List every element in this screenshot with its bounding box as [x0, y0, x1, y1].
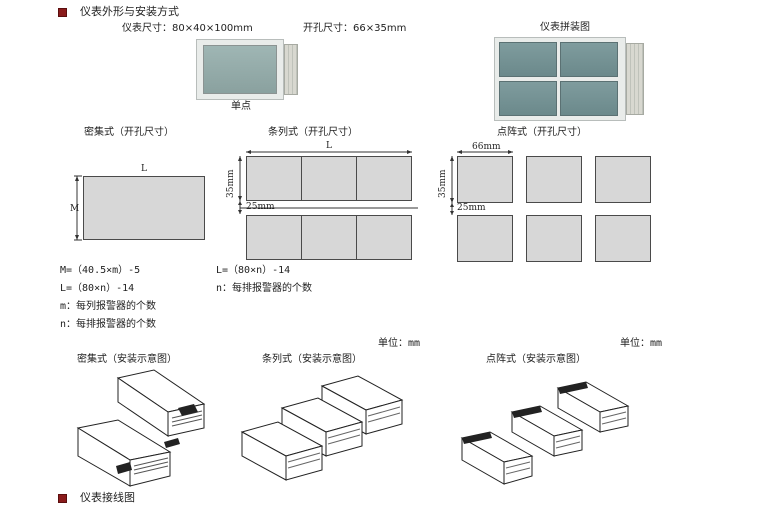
row-25-label: 25mm	[246, 202, 275, 212]
unit-label-left: 单位：mm	[378, 338, 421, 349]
note-m: m：每列报警器的个数	[60, 301, 157, 312]
formula-l-row: L=（80×n）-14	[216, 265, 291, 276]
dense-L-label: L	[141, 164, 147, 174]
row-35-label: 35mm	[226, 169, 236, 198]
note-n-row: n：每排报警器的个数	[216, 283, 313, 294]
unit-label-right: 单位：mm	[620, 338, 663, 349]
row-install-sketch	[238, 370, 408, 490]
dense-cutout-diagram: L M	[66, 162, 206, 244]
row-cutout-title: 条列式（开孔尺寸）	[268, 127, 358, 138]
assembly-title: 仪表拼装图	[540, 22, 590, 33]
bullet-icon	[58, 494, 67, 503]
dot-25-label: 25mm	[457, 203, 486, 213]
formula-l-dense: L=（80×n）-14	[60, 283, 135, 294]
row-L-label: L	[326, 141, 332, 151]
dense-cutout-title: 密集式（开孔尺寸）	[84, 127, 174, 138]
dot-35-label: 35mm	[438, 169, 448, 198]
meter-size-label: 仪表尺寸：80×40×100mm	[122, 23, 253, 34]
dense-install-sketch	[74, 368, 214, 488]
section-heading-shape-install: 仪表外形与安装方式	[80, 5, 179, 18]
row-cutout-diagram: L 35mm 25mm	[226, 138, 418, 264]
single-label: 单点	[231, 101, 251, 112]
dense-install-title: 密集式（安装示意图）	[77, 354, 177, 365]
cutout-size-label: 开孔尺寸：66×35mm	[303, 23, 407, 34]
dot-cutout-title: 点阵式（开孔尺寸）	[497, 127, 587, 138]
row-install-title: 条列式（安装示意图）	[262, 354, 362, 365]
formula-m: M=（40.5×m）-5	[60, 265, 141, 276]
dense-M-label: M	[70, 204, 80, 214]
bullet-icon	[58, 8, 67, 17]
dot-install-sketch	[458, 378, 638, 488]
note-n-dense: n：每排报警器的个数	[60, 319, 157, 330]
dense-cutout-rect	[83, 176, 205, 240]
assembly-photo	[494, 37, 644, 121]
dot-install-title: 点阵式（安装示意图）	[486, 354, 586, 365]
dot-cutout-diagram: 66mm 35mm 25mm	[438, 140, 655, 265]
dot-66-label: 66mm	[472, 142, 501, 152]
section-heading-wiring: 仪表接线图	[80, 491, 135, 504]
single-meter-photo	[196, 39, 298, 100]
